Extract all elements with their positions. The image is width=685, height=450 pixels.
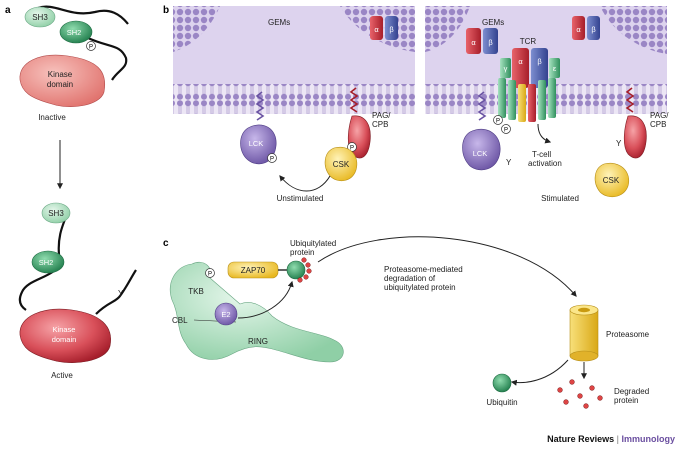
tcell-activation-label-2: activation: [528, 159, 562, 168]
svg-text:P: P: [350, 146, 354, 152]
gems-label-unstim: GEMs: [268, 18, 290, 27]
svg-text:α: α: [471, 38, 476, 47]
tyrosine-y-active: Y: [118, 289, 124, 298]
degradation-label-1: Proteasome-mediated: [384, 265, 463, 274]
journal-name: Nature Reviews: [547, 434, 615, 444]
panel-a-active-kinase: SH3 SH2 Kinase domain Y Active: [18, 202, 137, 380]
svg-text:PAG/: PAG/: [372, 111, 391, 120]
proteasome-label: Proteasome: [606, 330, 650, 339]
svg-text:SH3: SH3: [32, 13, 48, 22]
svg-text:P: P: [208, 272, 212, 278]
lck-unstimulated: LCK P: [240, 91, 277, 165]
svg-text:CPB: CPB: [372, 120, 388, 129]
svg-text:LCK: LCK: [473, 149, 488, 158]
svg-text:Kinase: Kinase: [53, 325, 76, 334]
panel-a-label: a: [5, 5, 11, 16]
tcr-alpha-unstim: [370, 16, 383, 40]
svg-text:SH3: SH3: [48, 209, 64, 218]
svg-text:Y: Y: [616, 139, 622, 148]
svg-text:Kinase: Kinase: [48, 70, 73, 79]
sh2-domain-inactive: [59, 20, 93, 44]
pag-cpb-stim: PAG/ CPB Y: [616, 87, 669, 159]
svg-text:P: P: [89, 45, 93, 51]
svg-text:ZAP70: ZAP70: [241, 266, 266, 275]
svg-text:P: P: [496, 119, 500, 125]
svg-text:β: β: [537, 57, 542, 66]
pag-cpb-unstim: PAG/ CPB P: [347, 87, 391, 159]
csk-to-lck-arrow: [279, 175, 331, 192]
svg-text:PAG/: PAG/: [650, 111, 669, 120]
kinase-domain-inactive: [19, 54, 106, 107]
membrane-unstimulated: GEMs α β: [173, 6, 415, 114]
svg-text:P: P: [504, 128, 508, 134]
ubiquitylated-protein: Ubiquitylated protein: [286, 239, 336, 283]
ring-label: RING: [248, 337, 268, 346]
csk-stim: CSK: [594, 162, 630, 198]
svg-text:α: α: [374, 25, 379, 34]
kinase-domain-active: [19, 308, 111, 363]
ubiquitin: Ubiquitin: [486, 373, 518, 407]
svg-text:domain: domain: [52, 335, 77, 344]
svg-text:P: P: [270, 157, 274, 163]
svg-text:α: α: [518, 57, 523, 66]
svg-text:γ: γ: [504, 64, 508, 73]
active-label: Active: [51, 371, 73, 380]
degraded-protein: Degraded protein: [557, 379, 649, 409]
tkb-label: TKB: [188, 287, 204, 296]
svg-text:CSK: CSK: [603, 176, 620, 185]
stimulated-label: Stimulated: [541, 194, 579, 203]
sh3-domain-active: [41, 202, 71, 224]
tcr-beta-unstim: [385, 16, 398, 40]
proteasome: Proteasome: [569, 304, 650, 362]
panel-c-label: c: [163, 238, 169, 249]
svg-text:Y: Y: [506, 158, 512, 167]
panel-b-label: b: [163, 5, 169, 16]
svg-text:CSK: CSK: [333, 160, 350, 169]
panel-a-inactive-kinase: Kinase domain SH3 SH2 P Inactive: [19, 5, 129, 122]
csk-unstim: CSK: [324, 146, 358, 182]
svg-text:CPB: CPB: [650, 120, 666, 129]
svg-text:SH2: SH2: [39, 258, 54, 267]
svg-text:β: β: [389, 25, 394, 34]
tcell-activation-label-1: T-cell: [532, 150, 551, 159]
degradation-label-2: degradation of: [384, 274, 436, 283]
svg-text:protein: protein: [614, 396, 638, 405]
to-ubiquitin-arrow: [510, 359, 569, 386]
tcr-complex-stim: α β TCR α β γ ε P P: [466, 28, 560, 134]
sh3-domain-inactive: [24, 6, 56, 28]
svg-text:SH2: SH2: [67, 28, 82, 37]
journal-credit: Nature Reviews | Immunology: [547, 434, 675, 444]
lck-stimulated: LCK Y: [462, 91, 512, 171]
svg-text:β: β: [488, 38, 493, 47]
svg-text:LCK: LCK: [249, 139, 264, 148]
cbl-label: CBL: [172, 316, 188, 325]
cbl-complex: TKB P RING CBL: [170, 261, 344, 363]
degradation-label-3: ubiquitylated protein: [384, 283, 456, 292]
to-proteasome-arrow: [317, 236, 577, 297]
e2-ubiquitin-arrow: [237, 280, 294, 319]
svg-text:domain: domain: [47, 80, 73, 89]
svg-text:Ubiquitin: Ubiquitin: [486, 398, 517, 407]
credit-separator: |: [616, 434, 619, 444]
svg-text:Degraded: Degraded: [614, 387, 649, 396]
zap70: ZAP70: [227, 261, 288, 279]
gems-label-stim: GEMs: [482, 18, 504, 27]
inactive-label: Inactive: [38, 113, 66, 122]
svg-text:Ubiquitylated: Ubiquitylated: [290, 239, 336, 248]
svg-text:ε: ε: [553, 64, 557, 73]
sh2-domain-active: [31, 250, 65, 274]
unstimulated-label: Unstimulated: [277, 194, 324, 203]
svg-text:β: β: [591, 25, 596, 34]
svg-text:α: α: [576, 25, 581, 34]
svg-text:protein: protein: [290, 248, 314, 257]
svg-text:E2: E2: [221, 310, 230, 319]
journal-section: Immunology: [621, 434, 676, 444]
tcr-label: TCR: [520, 37, 537, 46]
e2-enzyme: E2: [214, 302, 238, 326]
phospho-p-inactive: [86, 41, 96, 51]
tcell-activation-arrow: [537, 123, 552, 144]
